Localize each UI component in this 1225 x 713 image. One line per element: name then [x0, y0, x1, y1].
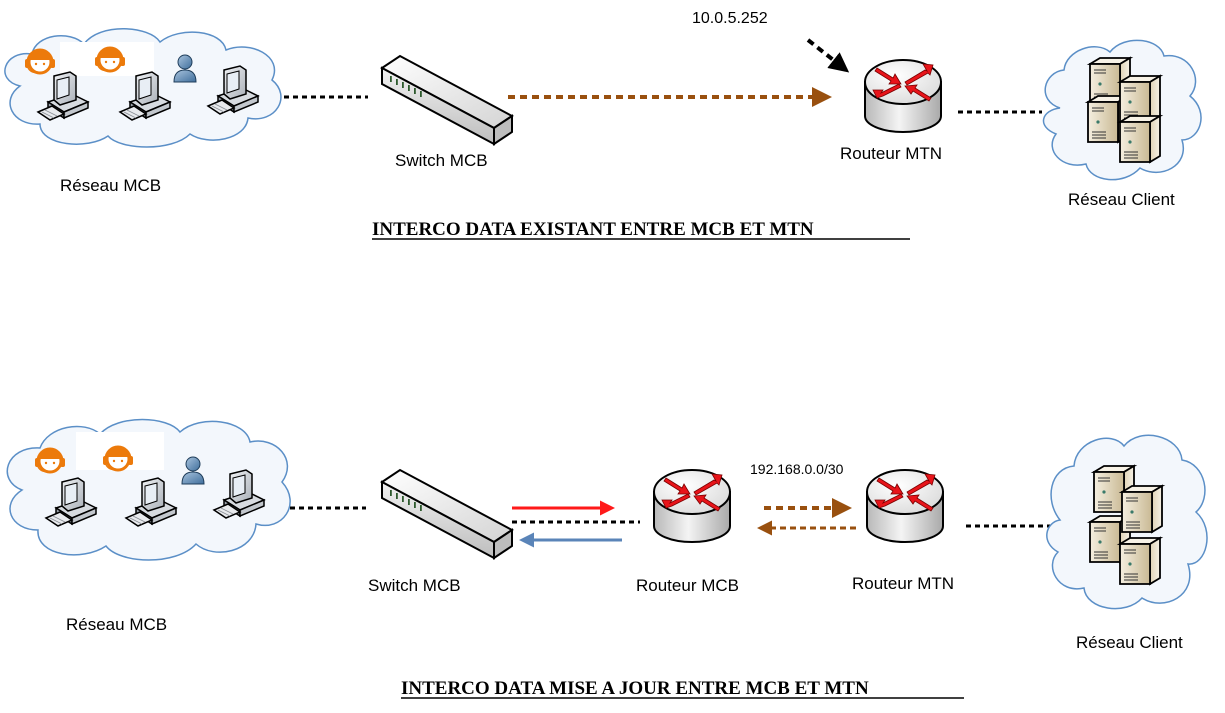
top-router-mtn-icon — [864, 59, 942, 133]
bottom-router-mcb-icon — [653, 469, 731, 543]
top-mcb-network-label: Réseau MCB — [60, 176, 161, 195]
top-client-network-cloud — [1042, 39, 1202, 181]
bottom-router-mcb-label: Routeur MCB — [636, 576, 739, 595]
top-diagram: Réseau MCB Switch MCB 10.0.5.252 Routeur… — [4, 10, 1202, 240]
top-ip-annotation: 10.0.5.252 — [692, 10, 768, 27]
bottom-subnet-annotation: 192.168.0.0/30 — [750, 461, 844, 477]
top-router-mtn-label: Routeur MTN — [840, 144, 942, 163]
bottom-switch-icon — [381, 469, 513, 559]
bottom-diagram: Réseau MCB Switch MCB Routeur MCB 192.16… — [6, 418, 1208, 699]
bottom-switch-label: Switch MCB — [368, 576, 461, 595]
server-icon — [1119, 75, 1161, 123]
bottom-client-network-label: Réseau Client — [1076, 633, 1183, 652]
top-mcb-network-cloud — [4, 28, 282, 148]
bottom-client-network-cloud — [1046, 434, 1208, 610]
bottom-router-mtn-label: Routeur MTN — [852, 574, 954, 593]
top-switch-label: Switch MCB — [395, 151, 488, 170]
bottom-mcb-network-label: Réseau MCB — [66, 615, 167, 634]
bottom-mcb-network-cloud — [6, 418, 291, 561]
bottom-router-mtn-icon — [866, 469, 944, 543]
top-client-network-label: Réseau Client — [1068, 190, 1175, 209]
server-icon — [1121, 485, 1163, 533]
server-icon — [1119, 115, 1161, 163]
top-diagram-title: INTERCO DATA EXISTANT ENTRE MCB ET MTN — [372, 219, 814, 240]
bottom-diagram-title: INTERCO DATA MISE A JOUR ENTRE MCB ET MT… — [401, 678, 869, 699]
top-ip-pointer-arrow — [806, 38, 850, 73]
top-switch-icon — [381, 55, 513, 145]
server-icon — [1119, 537, 1161, 585]
